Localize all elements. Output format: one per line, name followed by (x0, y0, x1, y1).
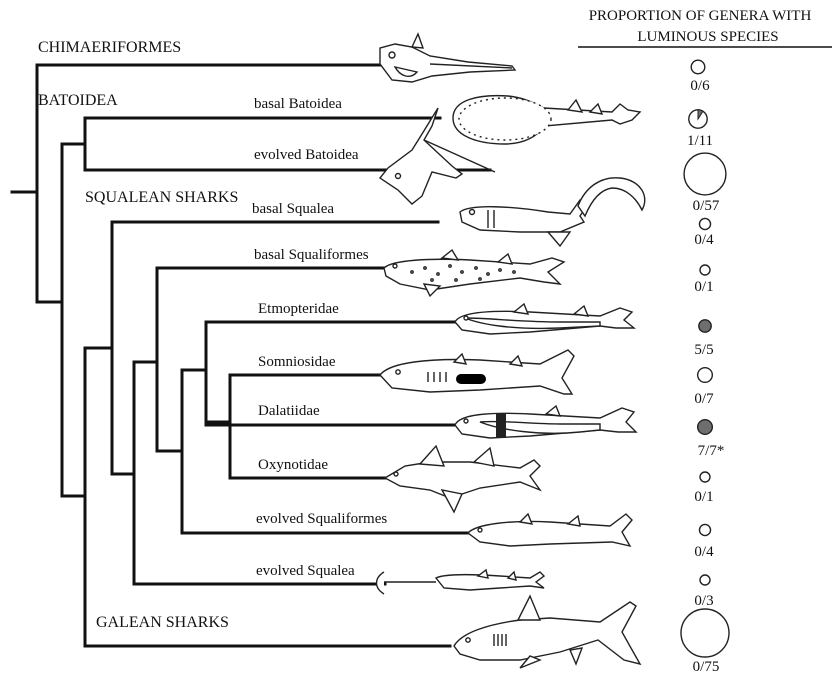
label-dalatiidae: Dalatiidae (258, 403, 320, 419)
kitefin-shark-illustration (455, 406, 636, 438)
electric-ray-illustration (453, 96, 640, 144)
dogfish-illustration (468, 514, 632, 546)
spotted-shark-illustration (384, 250, 564, 296)
proportion-circle-somniosidae (698, 368, 713, 383)
proportion-circle-basal_squalea (699, 218, 710, 229)
proportion-circle-galean (681, 609, 729, 657)
count-evolved-batoidea: 0/57 (693, 198, 720, 214)
requiem-shark-illustration (454, 596, 640, 668)
count-oxynotidae: 0/1 (694, 489, 713, 505)
count-somniosidae: 0/7 (694, 391, 714, 407)
count-basal-batoidea: 1/11 (687, 133, 713, 149)
proportion-circle-evolved_squalea (700, 575, 710, 585)
label-galean-sharks: GALEAN SHARKS (96, 614, 229, 631)
label-etmopteridae: Etmopteridae (258, 301, 339, 317)
proportion-circle-evolved_batoidea (684, 153, 726, 195)
label-chimaeriformes: CHIMAERIFORMES (38, 39, 181, 56)
count-dalatiidae: 7/7* (698, 443, 725, 459)
count-etmopteridae: 5/5 (694, 342, 713, 358)
label-basal-squaliformes: basal Squaliformes (254, 247, 369, 263)
count-chimaeriformes: 0/6 (690, 78, 710, 94)
count-basal-squaliformes: 0/1 (694, 279, 713, 295)
frilled-shark-illustration (460, 178, 645, 246)
count-evolved-squalea: 0/3 (694, 593, 713, 609)
label-basal-squalea: basal Squalea (252, 201, 334, 217)
label-evolved-squalea: evolved Squalea (256, 563, 355, 579)
label-squalean-sharks: SQUALEAN SHARKS (85, 189, 238, 206)
count-galean: 0/75 (693, 659, 720, 675)
proportion-circle-dalatiidae (698, 420, 713, 435)
label-basal-batoidea: basal Batoidea (254, 96, 342, 112)
lanternshark-illustration (455, 304, 634, 334)
count-basal-squalea: 0/4 (694, 232, 714, 248)
sleeper-shark-illustration (380, 350, 574, 394)
fish-illustrations (377, 34, 645, 668)
proportion-circle-basal_squaliformes (700, 265, 710, 275)
label-evolved-squaliformes: evolved Squaliformes (256, 511, 387, 527)
label-somniosidae: Somniosidae (258, 354, 336, 370)
sawshark-illustration (377, 570, 545, 594)
label-batoidea: BATOIDEA (38, 92, 118, 109)
proportion-circle-etmopteridae (699, 320, 711, 332)
chimaera-illustration (380, 34, 515, 82)
proportion-circles (681, 60, 729, 657)
proportion-circle-chimaeriformes (691, 60, 705, 74)
proportion-circle-evolved_squaliformes (699, 524, 710, 535)
label-evolved-batoidea: evolved Batoidea (254, 147, 359, 163)
header-line-2: LUMINOUS SPECIES (637, 29, 778, 45)
label-oxynotidae: Oxynotidae (258, 457, 328, 473)
roughshark-illustration (385, 446, 540, 512)
proportion-circle-oxynotidae (700, 472, 710, 482)
count-evolved-squaliformes: 0/4 (694, 544, 714, 560)
header-line-1: PROPORTION OF GENERA WITH (589, 8, 812, 24)
